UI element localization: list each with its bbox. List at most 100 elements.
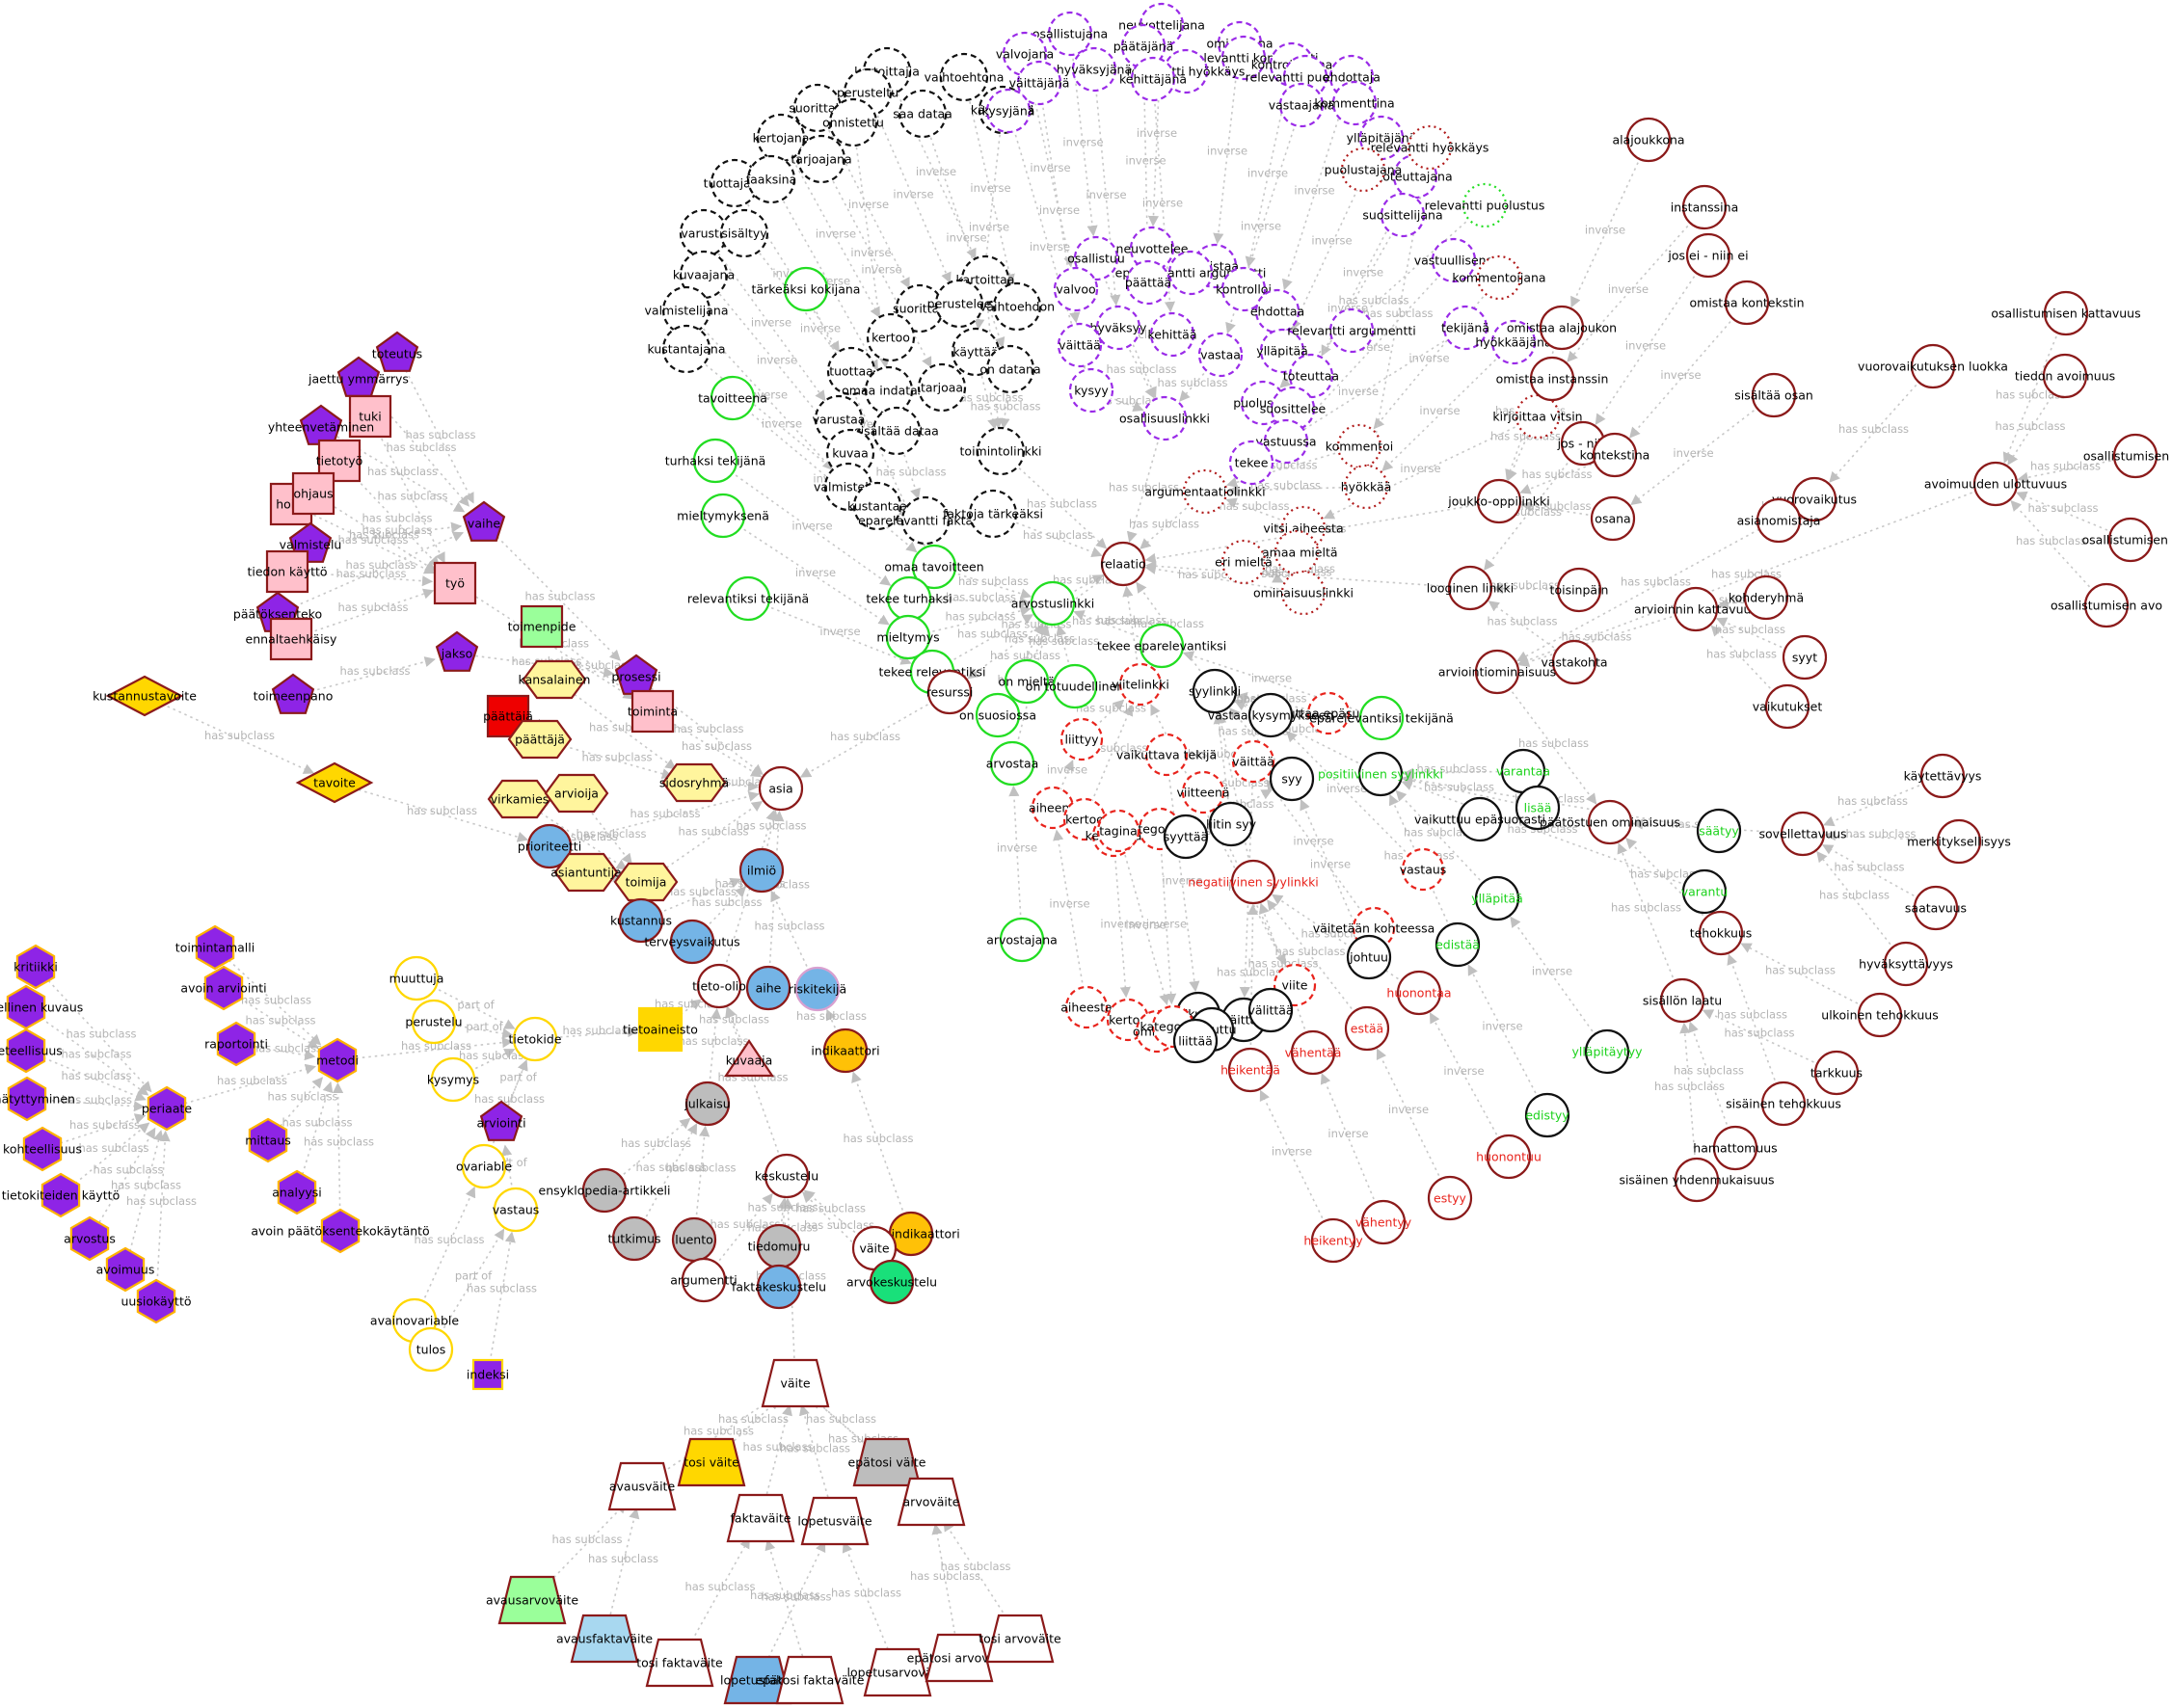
graph-node[interactable]: vuorovaikutuksen luokka xyxy=(1858,343,2008,389)
graph-node[interactable]: syylinkki xyxy=(1189,668,1241,714)
graph-node[interactable]: syy xyxy=(1269,756,1315,802)
graph-node[interactable]: tarjoajana xyxy=(791,134,852,184)
graph-node[interactable]: turhaksi tekijänä xyxy=(665,438,766,484)
graph-node[interactable]: kansalainen xyxy=(519,659,591,700)
graph-node[interactable]: suorittaja xyxy=(789,83,846,133)
graph-node[interactable]: uusiokäyttö xyxy=(121,1278,192,1324)
graph-node[interactable]: sovellettavuus xyxy=(1758,811,1847,857)
graph-node[interactable]: yhteenvetäminen xyxy=(268,404,374,445)
graph-node[interactable]: kuvaajana xyxy=(673,250,735,300)
graph-node[interactable]: mieltymyksenä xyxy=(677,493,769,539)
graph-node[interactable]: luento xyxy=(671,1216,717,1263)
graph-node[interactable]: arviointiominaisuus xyxy=(1438,649,1556,695)
graph-node[interactable]: kohteellisuus xyxy=(3,1126,82,1172)
graph-node[interactable]: huonontaa xyxy=(1386,970,1452,1016)
graph-node[interactable]: toimintolinkki xyxy=(960,426,1042,476)
graph-node[interactable]: tekee eparelevantiksi xyxy=(1097,623,1226,669)
graph-node[interactable]: osallistuu xyxy=(1067,235,1125,281)
graph-node[interactable]: tärkeäksi kokijana xyxy=(752,266,861,312)
graph-node[interactable]: suosittelijana xyxy=(1362,192,1443,238)
graph-node[interactable]: sisäinen yhdenmukaisuus xyxy=(1619,1157,1775,1203)
graph-node[interactable]: sisältää osan xyxy=(1734,372,1813,418)
graph-node[interactable]: arvoväite xyxy=(897,1477,966,1527)
graph-node[interactable]: päättää xyxy=(1125,259,1171,306)
graph-node[interactable]: relevantti hyökkäys xyxy=(1371,124,1489,171)
graph-node[interactable]: kontrolloi xyxy=(1216,266,1272,312)
graph-node[interactable]: sisältyy xyxy=(719,208,769,258)
graph-node[interactable]: eparelevantti faktassa xyxy=(858,495,993,546)
graph-node[interactable]: hyväksyjänä xyxy=(1057,46,1132,93)
graph-node[interactable]: epätosi väite xyxy=(848,1437,926,1487)
graph-node[interactable]: arvioija xyxy=(544,773,609,814)
graph-node[interactable]: ominaisuuslinkki xyxy=(1253,570,1354,616)
graph-node[interactable]: arvostaa xyxy=(986,740,1039,787)
graph-node[interactable]: heikentää xyxy=(1220,1047,1280,1093)
graph-node[interactable]: relevantiksi tekijänä xyxy=(687,575,809,622)
graph-node[interactable]: vastaa kysymykseen xyxy=(1208,692,1334,738)
graph-node[interactable]: vaihe xyxy=(462,500,506,542)
graph-node[interactable]: kommenttina xyxy=(1314,80,1395,126)
graph-node[interactable]: tekee xyxy=(1228,440,1274,486)
graph-node[interactable]: valvoo xyxy=(1053,266,1099,312)
graph-node[interactable]: relevantti argumentti xyxy=(1287,307,1416,354)
graph-node[interactable]: sisällön laatu xyxy=(1643,977,1722,1024)
graph-node[interactable]: hyökkää xyxy=(1341,464,1392,510)
graph-node[interactable]: faktaväite xyxy=(726,1493,795,1543)
graph-node[interactable]: käytettävyys xyxy=(1904,753,1982,799)
graph-node[interactable]: ylläpitää xyxy=(1256,328,1308,374)
graph-node[interactable]: vaihtoehtona xyxy=(925,52,1005,102)
graph-node[interactable]: ylläpitäytyy xyxy=(1571,1028,1643,1075)
graph-node[interactable]: keskustelu xyxy=(755,1153,818,1199)
graph-node[interactable]: kontekstina xyxy=(1580,432,1650,478)
graph-node[interactable]: riskitekijä xyxy=(789,966,846,1012)
graph-node[interactable]: ilmiö xyxy=(738,847,785,894)
graph-node[interactable]: osallistumisen a xyxy=(2082,517,2172,563)
graph-node[interactable]: arviointi xyxy=(476,1100,526,1141)
graph-node[interactable]: kustantaa xyxy=(847,481,907,531)
graph-node[interactable]: argumentti xyxy=(670,1257,737,1303)
graph-node[interactable]: mieltymys xyxy=(876,614,940,660)
graph-node[interactable]: vaikuttuu epäsuorasti xyxy=(1414,796,1545,842)
graph-node[interactable]: ulkoinen tehokkuus xyxy=(1821,992,1939,1038)
graph-node[interactable]: faktoja tärkeäksi xyxy=(943,489,1043,539)
graph-node[interactable]: tiedomuru xyxy=(748,1223,811,1269)
graph-node[interactable]: tarjoaa xyxy=(917,362,967,413)
graph-node[interactable]: toimintamalli xyxy=(175,924,255,971)
graph-node[interactable]: negatiivinen syylinkki xyxy=(1188,859,1319,905)
graph-node[interactable]: aiheesta xyxy=(1060,985,1113,1029)
graph-node[interactable]: avoimuuden ulottuvuus xyxy=(1924,461,2067,507)
graph-node[interactable]: kehittää xyxy=(1147,311,1197,358)
graph-node[interactable]: tulos xyxy=(408,1326,454,1373)
graph-node[interactable]: kysymys xyxy=(427,1056,479,1103)
graph-node[interactable]: vastuullisena xyxy=(1414,237,1494,283)
graph-node[interactable]: prioriteetti xyxy=(518,823,581,869)
graph-node[interactable]: eparelevantiksi tekijänä xyxy=(1309,695,1454,741)
graph-node[interactable]: säätyy xyxy=(1696,808,1742,854)
graph-node[interactable]: lopetusväite xyxy=(797,1496,872,1546)
graph-node[interactable]: avausfaktaväite xyxy=(556,1614,653,1664)
graph-node[interactable]: lopetusarvoväite xyxy=(846,1647,949,1697)
graph-node[interactable]: asianomistaja xyxy=(1737,497,1821,544)
graph-node[interactable]: ovariable xyxy=(456,1143,512,1189)
graph-node[interactable]: virkamies xyxy=(487,779,552,819)
graph-node[interactable]: kuvaaja xyxy=(723,1039,775,1078)
graph-node[interactable]: jakso xyxy=(435,630,479,672)
graph-node[interactable]: väitetään kohteessa xyxy=(1313,906,1435,950)
graph-node[interactable]: kustannustavoite xyxy=(93,675,197,717)
graph-node[interactable]: liitin syy xyxy=(1206,801,1257,847)
graph-node[interactable]: suosittelee xyxy=(1260,386,1327,432)
graph-node[interactable]: toimenpide xyxy=(508,604,577,649)
graph-node[interactable]: osallisuuslinkki xyxy=(1119,395,1210,441)
graph-node[interactable]: resurssi xyxy=(926,669,974,715)
graph-node[interactable]: ennaltaehkäisy xyxy=(246,617,338,661)
graph-node[interactable]: arvioinnin kattavuus xyxy=(1634,586,1757,632)
graph-node[interactable]: puolustajana xyxy=(1325,147,1403,193)
graph-node[interactable]: sisäinen tehokkuus xyxy=(1726,1081,1841,1127)
graph-node[interactable]: tehokkuus xyxy=(1690,910,1753,956)
graph-node[interactable]: väittäjänä xyxy=(1009,60,1070,106)
graph-node[interactable]: instanssina xyxy=(1671,184,1738,230)
graph-node[interactable]: kohderyhmä xyxy=(1729,574,1804,621)
graph-node[interactable]: faaksina xyxy=(746,154,797,204)
graph-node[interactable]: tosi arvoväite xyxy=(979,1614,1061,1664)
graph-node[interactable]: onnistettu xyxy=(822,97,884,147)
